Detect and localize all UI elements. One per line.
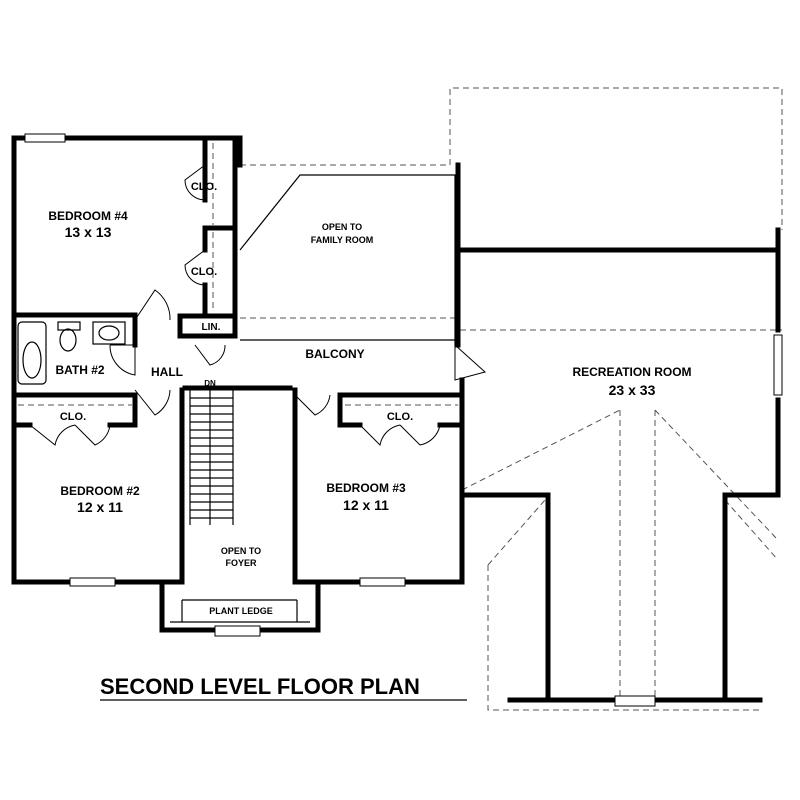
bedroom4-name: BEDROOM #4: [48, 209, 128, 223]
open-foyer-line2: FOYER: [225, 558, 257, 568]
walls: [11, 135, 781, 703]
stairs: [189, 390, 234, 525]
bedroom4-size: 13 x 13: [65, 224, 112, 240]
bath2-label: BATH #2: [55, 363, 104, 377]
bedroom3-size: 12 x 11: [343, 497, 389, 513]
closet-label-b3: CLO.: [387, 411, 413, 423]
open-family-line1: OPEN TO: [322, 222, 362, 232]
bedroom3-name: BEDROOM #3: [326, 481, 406, 495]
linen-label: LIN.: [202, 322, 221, 333]
recreation-name: RECREATION ROOM: [572, 365, 691, 379]
hall-label: HALL: [151, 365, 183, 379]
closet-shelves: [18, 143, 458, 406]
open-to-family-room-area: [239, 174, 456, 345]
plant-ledge-label: PLANT LEDGE: [209, 606, 273, 616]
room-labels: BEDROOM #4 13 x 13 CLO. CLO. OPEN TO FAM…: [48, 181, 691, 616]
windows: [24, 133, 783, 707]
roof-outline: [240, 87, 783, 711]
closet-label-b4-lower: CLO.: [191, 266, 217, 278]
bedroom2-name: BEDROOM #2: [60, 484, 140, 498]
closet-label-b2: CLO.: [60, 411, 86, 423]
open-family-line2: FAMILY ROOM: [311, 235, 374, 245]
bath-fixtures: [17, 321, 126, 385]
bedroom2-size: 12 x 11: [77, 499, 123, 515]
dn-label: DN: [204, 379, 216, 388]
balcony-label: BALCONY: [305, 347, 364, 361]
door-swings: [29, 164, 487, 447]
plan-title: SECOND LEVEL FLOOR PLAN: [100, 674, 420, 699]
closet-label-b4-upper: CLO.: [191, 181, 217, 193]
open-foyer-line1: OPEN TO: [221, 546, 261, 556]
recreation-size: 23 x 33: [609, 382, 656, 398]
